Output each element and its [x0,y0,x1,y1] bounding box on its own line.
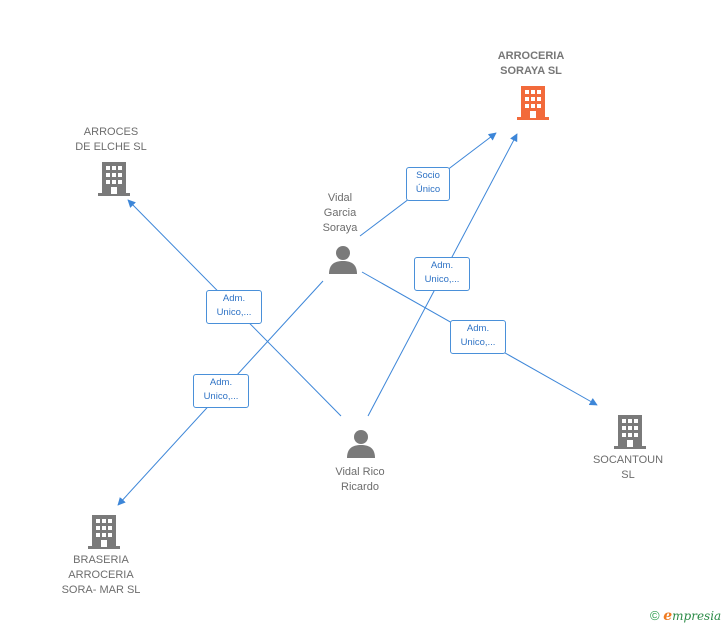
person-icon[interactable] [346,428,376,458]
company-label-socantoun[interactable]: SOCANTOUN SL [592,454,664,481]
building-icon-highlight[interactable] [516,84,550,120]
company-label-arroceria-soraya[interactable]: ARROCERIA SORAYA SL [497,50,565,77]
edge-label-adm-unico[interactable]: Adm. Unico,... [206,290,262,324]
building-icon[interactable] [613,413,647,449]
building-icon[interactable] [87,513,121,549]
empresia-watermark: © empresia [650,608,721,624]
company-label-braseria[interactable]: BRASERIA ARROCERIA SORA- MAR SL [61,554,141,596]
edge-label-adm-unico[interactable]: Adm. Unico,... [450,320,506,354]
person-label-vidal-garcia[interactable]: Vidal Garcia Soraya [322,192,358,234]
edge-label-adm-unico[interactable]: Adm. Unico,... [193,374,249,408]
copyright-icon: © [650,608,660,623]
company-label-arroces-elche[interactable]: ARROCES DE ELCHE SL [75,126,147,153]
edge-label-socio-unico[interactable]: Socio Único [406,167,450,201]
person-label-vidal-rico[interactable]: Vidal Rico Ricardo [335,466,385,493]
edge-label-adm-unico[interactable]: Adm. Unico,... [414,257,470,291]
building-icon[interactable] [97,160,131,196]
person-icon[interactable] [328,244,358,274]
brand-logo: empresia [663,608,722,624]
